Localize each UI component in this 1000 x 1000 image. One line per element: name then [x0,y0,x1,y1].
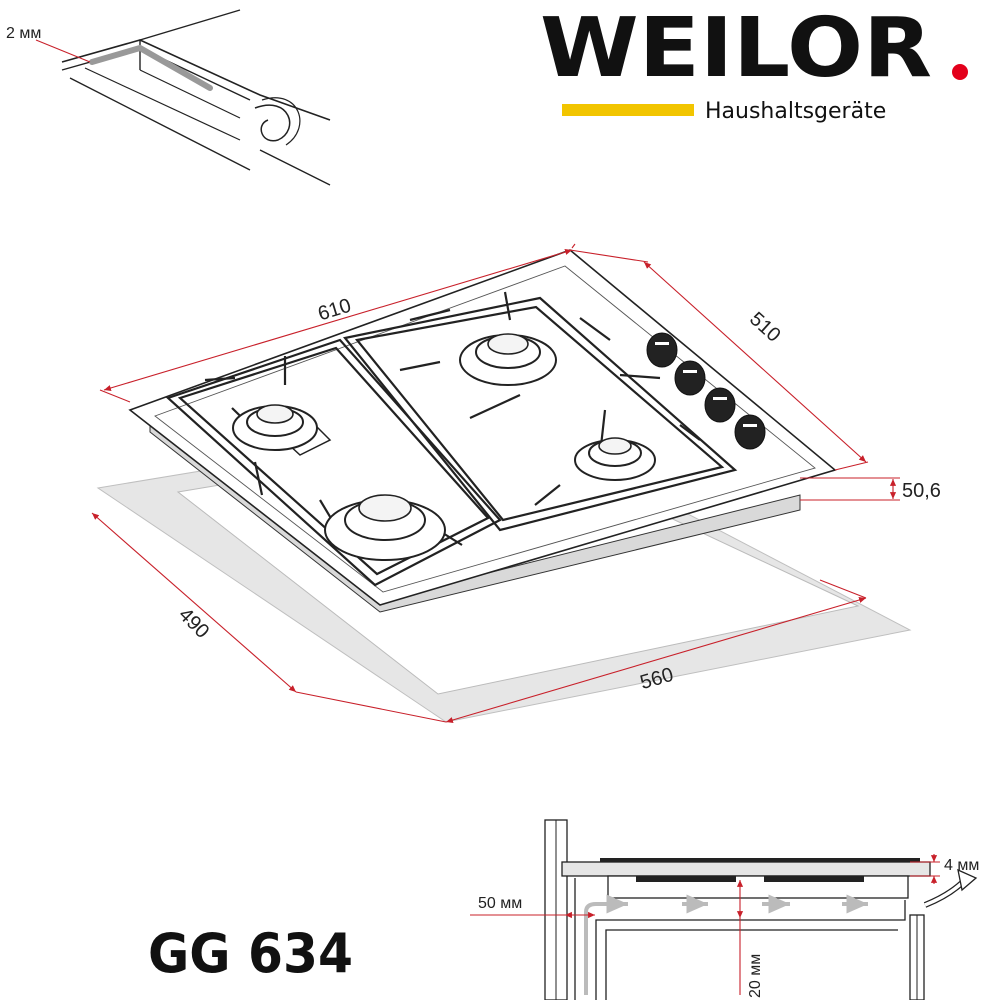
knob-3 [704,387,736,423]
burner-rear-left [232,404,318,451]
seal-thickness-label: 2 мм [6,25,41,42]
brand-tagline: Haushaltsgeräte [705,99,886,124]
seal-detail: 2 мм [6,9,331,186]
brand-bar [562,104,694,116]
height-label: 50,6 [902,480,941,502]
cutout-depth-label: 490 [174,604,213,643]
gap-side-label: 50 мм [478,895,522,912]
knob-4 [734,414,766,450]
width-label: 610 [315,295,353,326]
installation-section [470,819,978,1000]
knob-1 [646,332,678,368]
brand-dot [952,64,968,80]
knob-2 [674,360,706,396]
model-name: GG 634 [148,922,353,985]
gap-top-label: 4 мм [944,857,979,874]
burner-front-left [324,494,446,561]
dimension-lines [91,243,900,723]
burner-front-right [574,437,656,481]
brand-name: WEILOR [540,1,932,96]
burner-rear-right [459,333,557,386]
brand-logo: WEILOR Haushaltsgeräte [540,1,968,124]
depth-label: 510 [745,308,785,347]
gap-bottom-label: 20 мм [747,954,764,998]
